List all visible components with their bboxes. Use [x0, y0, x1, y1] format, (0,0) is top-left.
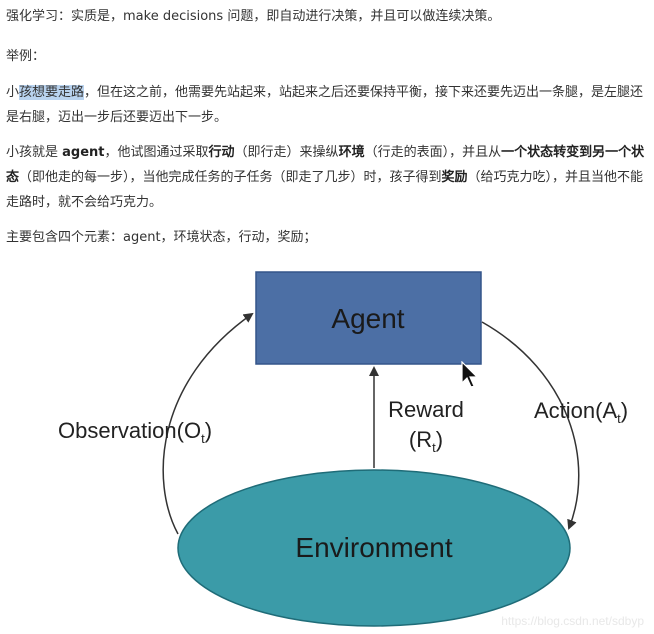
- reward-symbol: (Rt): [409, 427, 443, 455]
- elements-summary: 主要包含四个元素：agent，环境状态，行动，奖励；: [6, 230, 317, 245]
- bold-action: 行动: [208, 145, 235, 160]
- observation-arrow: [162, 312, 254, 535]
- example-heading: 举例：: [6, 49, 46, 64]
- reward-close: ): [436, 427, 443, 452]
- environment-label: Environment: [295, 532, 452, 563]
- text-span: （即他走的每一步），当他完成任务的子任务（即走了几步）时，孩子得到: [19, 170, 442, 185]
- environment-ellipse: [177, 469, 571, 627]
- action-label: Action(At): [534, 398, 628, 426]
- text-span: ，他试图通过采取: [104, 145, 209, 160]
- rl-diagram: Agent Environment Reward (Rt) Observatio…: [58, 271, 628, 627]
- action-subscript: t: [617, 411, 621, 426]
- mouse-cursor-icon: [461, 361, 479, 388]
- observation-label: Observation(Ot): [58, 418, 212, 446]
- text-span: （即行走）来操纵: [234, 145, 339, 160]
- bold-reward: 奖励: [441, 170, 468, 185]
- text-span: （给巧克力吃），并且当他不能走路时，就不会给巧克力。: [6, 170, 644, 210]
- example-paragraph: 小孩想要走路，但在这之前，他需要先站起来，站起来之后还要保持平衡，接下来还要先迈…: [6, 80, 646, 130]
- highlighted-text: 孩想要走路: [19, 85, 85, 100]
- action-text: Action(A: [534, 398, 617, 423]
- watermark: https://blog.csdn.net/sdbyp: [501, 614, 644, 628]
- reward-label: Reward: [388, 397, 464, 422]
- reward-open: (R: [409, 427, 432, 452]
- action-close: ): [621, 398, 628, 423]
- obs-subscript: t: [201, 431, 205, 446]
- reward-subscript: t: [432, 440, 436, 455]
- bold-agent: agent: [62, 145, 105, 160]
- text-span: 小孩就是: [6, 145, 63, 160]
- agent-box: [255, 271, 482, 365]
- intro-paragraph: 强化学习：实质是，make decisions 问题，即自动进行决策，并且可以做…: [6, 9, 501, 24]
- obs-close: ): [205, 418, 212, 443]
- text-span: ，但在这之前，他需要先站起来，站起来之后还要保持平衡，接下来还要先迈出一条腿，是…: [6, 85, 644, 125]
- obs-text: Observation(O: [58, 418, 201, 443]
- agent-explanation-paragraph: 小孩就是 agent，他试图通过采取行动（即行走）来操纵环境（行走的表面），并且…: [6, 140, 646, 215]
- agent-label: Agent: [331, 303, 404, 334]
- bold-environment: 环境: [338, 145, 365, 160]
- text-span: 小: [6, 85, 20, 100]
- text-span: （行走的表面），并且从: [364, 145, 502, 160]
- bold-state-change: 一个状态转变到另一个状态: [6, 145, 645, 185]
- action-arrow: [481, 321, 580, 530]
